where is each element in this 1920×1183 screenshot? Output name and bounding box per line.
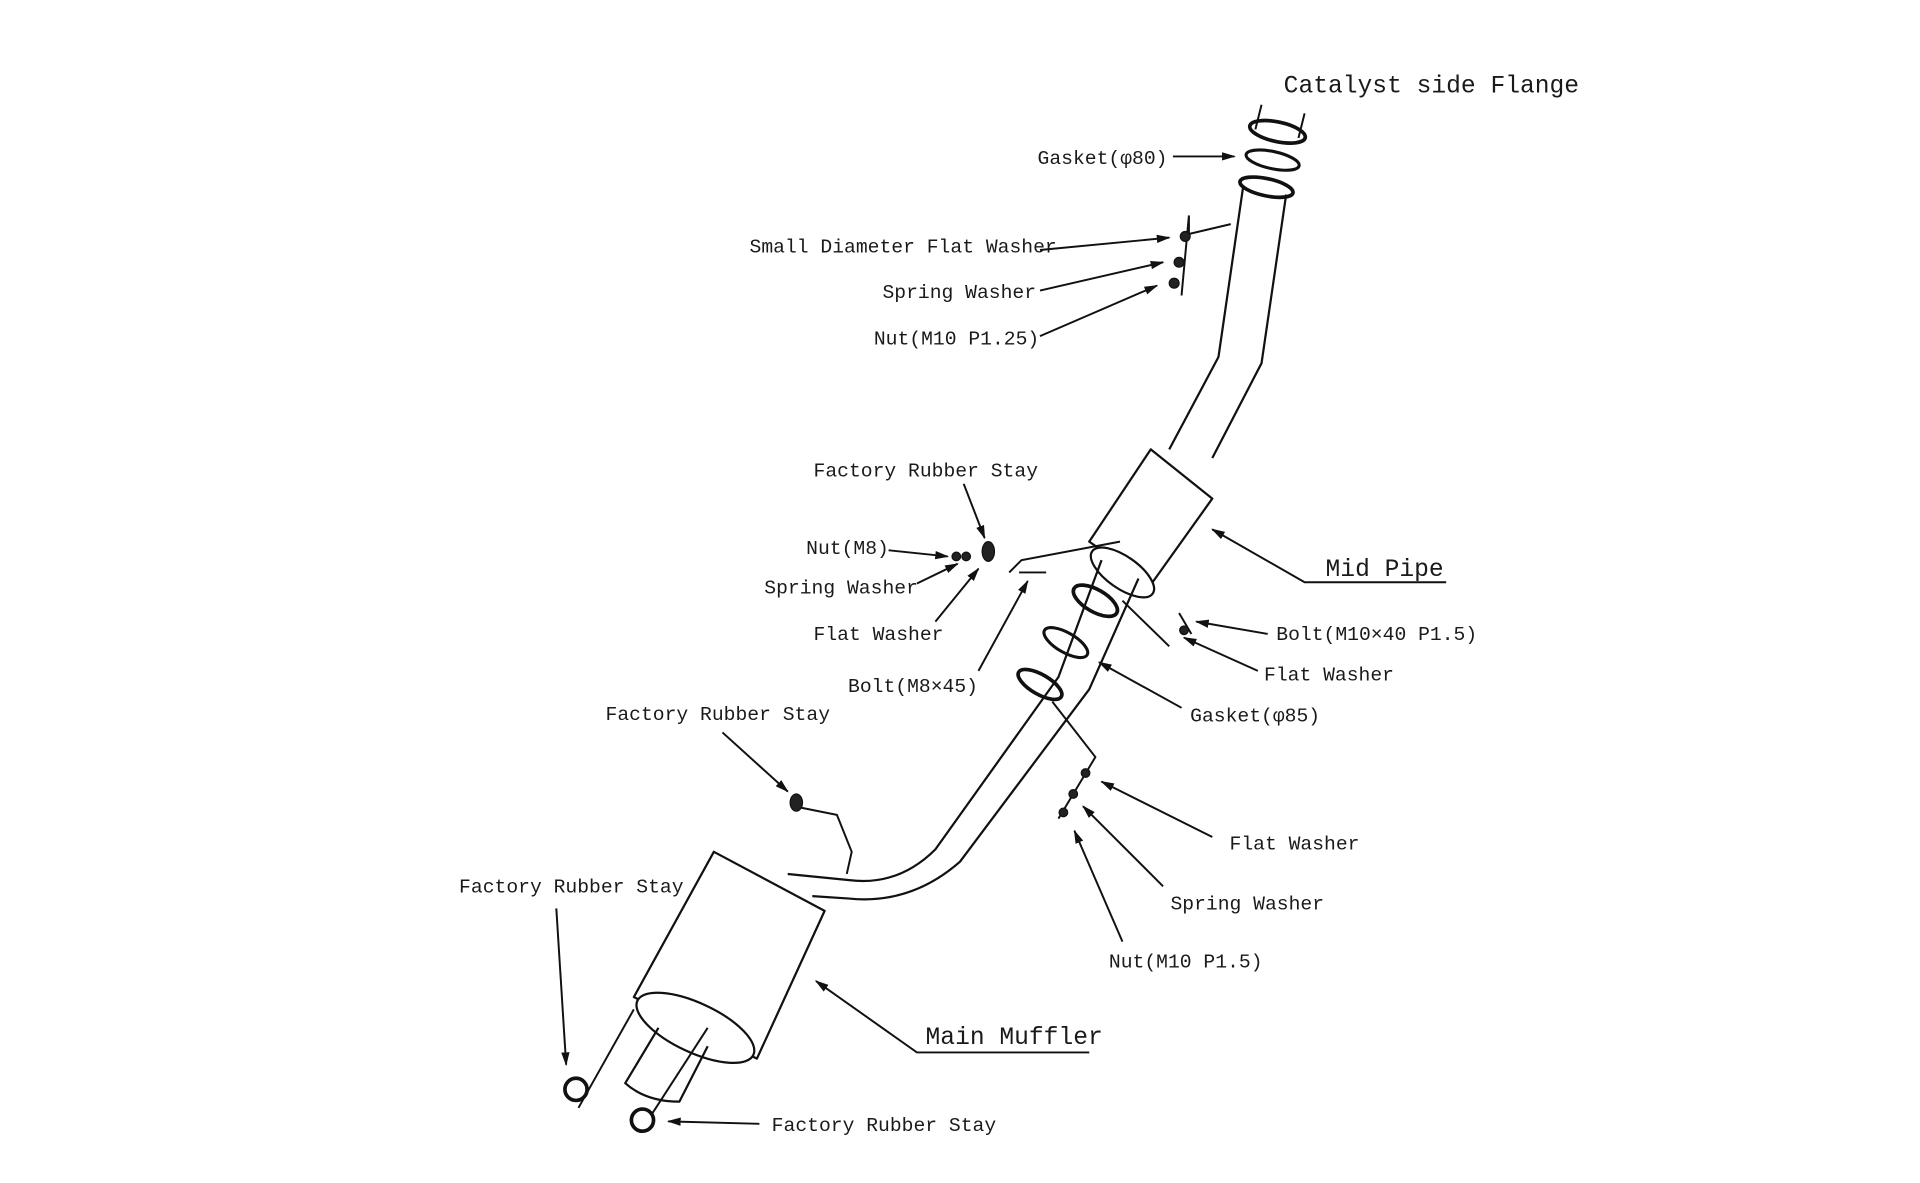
label-rubber-stay-lower: Factory Rubber Stay: [606, 704, 831, 726]
label-bolt-m10x40: Bolt(M10×40 P1.5): [1276, 624, 1477, 646]
label-bolt-m8x45: Bolt(M8×45): [848, 676, 978, 698]
label-catalyst-flange: Catalyst side Flange: [1284, 73, 1579, 100]
label-nut-m10-p125: Nut(M10 P1.25): [874, 329, 1039, 351]
label-gasket-85: Gasket(φ85): [1190, 705, 1320, 727]
catalyst-flange-ring: [1247, 118, 1308, 145]
main-muffler-body: [563, 793, 853, 1134]
label-flat-washer-low: Flat Washer: [1230, 833, 1360, 855]
front-pipe: [1168, 104, 1308, 459]
rubber-stay-left-icon: [563, 1076, 589, 1103]
label-mid-pipe: Mid Pipe: [1326, 557, 1444, 584]
label-rubber-stay-bottom: Factory Rubber Stay: [772, 1115, 997, 1137]
label-small-flat-washer: Small Diameter Flat Washer: [750, 236, 1057, 258]
mid-flange: [1071, 583, 1120, 619]
label-rubber-stay-mid: Factory Rubber Stay: [814, 460, 1039, 482]
label-flat-washer-mid: Flat Washer: [814, 624, 944, 646]
leader-lines: [555, 152, 1447, 1126]
gasket-85-ring: [1042, 626, 1090, 660]
label-flat-washer-right: Flat Washer: [1264, 665, 1394, 687]
label-spring-washer-mid: Spring Washer: [764, 577, 918, 599]
rubber-stay-bottom-icon: [629, 1107, 656, 1134]
label-nut-m10-p15: Nut(M10 P1.5): [1109, 951, 1263, 973]
label-main-muffler: Main Muffler: [926, 1025, 1103, 1052]
label-spring-washer-low: Spring Washer: [1170, 894, 1324, 916]
label-spring-washer-top: Spring Washer: [882, 282, 1036, 304]
lower-flange: [1016, 667, 1064, 702]
pipe-flange-ring: [1238, 175, 1295, 200]
gasket-80-ring: [1244, 148, 1301, 172]
labels: Catalyst side Flange Gasket(φ80) Small D…: [459, 73, 1579, 1137]
label-gasket-80: Gasket(φ80): [1038, 148, 1168, 170]
label-rubber-stay-left: Factory Rubber Stay: [459, 876, 684, 898]
mid-pipe-resonator: [787, 448, 1214, 901]
label-nut-m8: Nut(M8): [806, 538, 889, 560]
